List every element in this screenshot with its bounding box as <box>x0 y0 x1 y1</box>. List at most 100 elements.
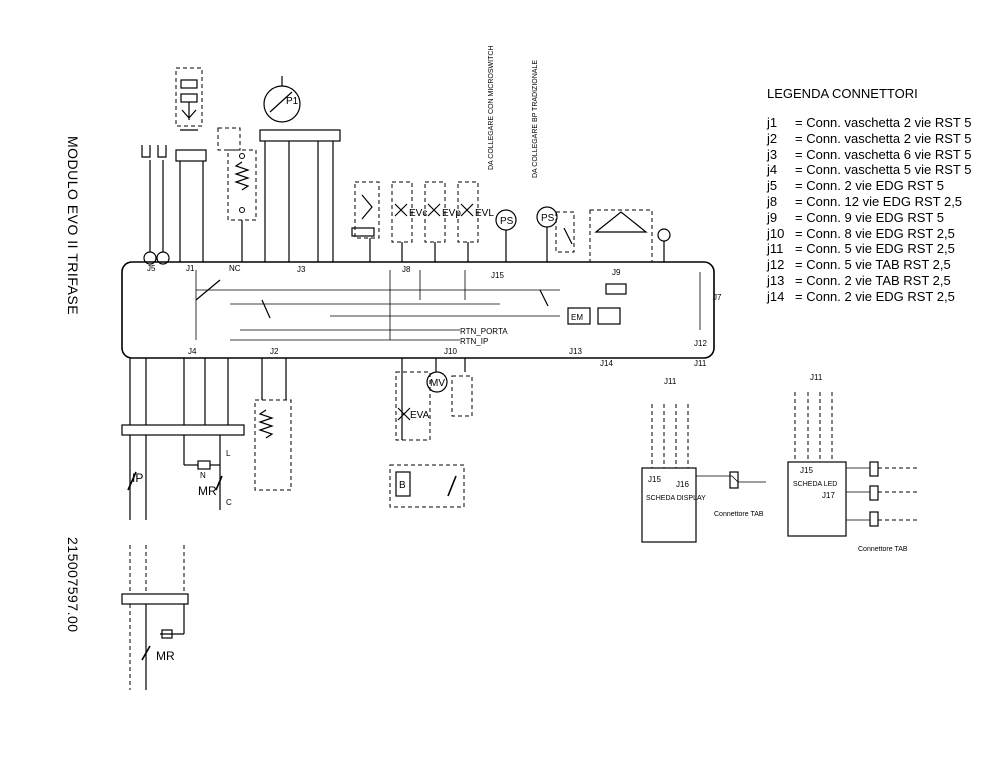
j16-label: J16 <box>676 480 689 489</box>
ps-label-2: PS <box>541 213 555 224</box>
legend-item: j5 = Conn. 2 vie EDG RST 5 <box>767 178 987 194</box>
legend-item-code: j3 <box>767 146 778 162</box>
legend-item-code: j8 <box>767 193 778 209</box>
lower-left-block-2: MR <box>121 545 189 690</box>
connettore-tab-label: Connettore TAB <box>714 511 764 518</box>
c-label: C <box>226 498 232 507</box>
legend-item: j12 = Conn. 5 vie TAB RST 2,5 <box>767 257 987 273</box>
j11-label-3: J11 <box>810 373 823 382</box>
j14-label: J14 <box>600 359 613 368</box>
legend-item: j9 = Conn. 9 vie EDG RST 5 <box>767 210 987 226</box>
legend-item-text: = Conn. 9 vie EDG RST 5 <box>795 209 944 225</box>
legend-item-code: j9 <box>767 209 778 225</box>
module-title: MODULO EVO II TRIFASE <box>65 136 81 316</box>
pressure-switch-p1: P1 <box>259 76 341 142</box>
connector-legend: LEGENDA CONNETTORI j1 = Conn. vaschetta 2… <box>767 86 987 305</box>
ps-label-1: PS <box>500 216 514 227</box>
connettore-tab-label-2: Connettore TAB <box>858 546 908 553</box>
door-switch-block <box>217 127 257 221</box>
motor-winding: J9 <box>589 209 671 295</box>
transformer-symbol <box>175 67 207 162</box>
j4-label: J4 <box>188 347 197 356</box>
legend-item-text: = Conn. vaschetta 5 vie RST 5 <box>795 162 972 178</box>
ev-p-label: EVp <box>442 208 461 219</box>
legend-item-code: j12 <box>767 257 785 273</box>
ev-c-label: EVc <box>409 208 427 219</box>
pressure-switches: PS PS DA COLLEGARE CON MICROSWITCH DA CO… <box>488 46 575 262</box>
j9-label: J9 <box>612 268 621 277</box>
j10-label: J10 <box>444 347 457 356</box>
legend-item-text: = Conn. 8 vie EDG RST 2,5 <box>795 225 955 241</box>
j12-label: J12 <box>694 339 707 348</box>
da-collegare-microswitch: DA COLLEGARE CON MICROSWITCH <box>488 46 495 170</box>
legend-title: LEGENDA CONNETTORI <box>767 86 918 101</box>
j5-label: J5 <box>147 264 156 273</box>
j7-label: J7 <box>713 293 722 302</box>
j15-label-3: J15 <box>800 466 813 475</box>
j1-label: J1 <box>186 264 195 273</box>
mr-label-2: MR <box>156 649 175 663</box>
rtn-porta-label: RTN_PORTA <box>460 327 508 336</box>
legend-item-text: = Conn. 2 vie EDG RST 2,5 <box>795 288 955 304</box>
j11-label: J11 <box>694 359 707 368</box>
legend-item-text: = Conn. 12 vie EDG RST 2,5 <box>795 193 963 209</box>
p1-label: P1 <box>286 96 299 107</box>
legend-item-code: j11 <box>767 241 784 257</box>
legend-item-text: = Conn. 2 vie TAB RST 2,5 <box>795 272 951 288</box>
legend-item-text: = Conn. 5 vie TAB RST 2,5 <box>795 257 951 273</box>
legend-item: j1 = Conn. vaschetta 2 vie RST 5 <box>767 115 987 131</box>
legend-item-code: j4 <box>767 162 778 178</box>
legend-item: j10 = Conn. 8 vie EDG RST 2,5 <box>767 226 987 242</box>
legend-item: j3 = Conn. vaschetta 6 vie RST 5 <box>767 147 987 163</box>
legend-item-code: j10 <box>767 225 785 241</box>
legend-item: j14= Conn. 2 vie EDG RST 2,5 <box>767 289 987 305</box>
ev-a-label: EVA <box>410 410 430 421</box>
lower-center-components: EVA MV B <box>389 371 473 508</box>
j2-label: J2 <box>270 347 279 356</box>
nc-label: NC <box>229 264 241 273</box>
legend-item-code: j5 <box>767 178 778 194</box>
valve-group: EVc EVp EVL <box>351 181 494 262</box>
bottom-wires <box>129 358 466 440</box>
board-internal-wiring: EM <box>195 270 701 341</box>
b-label: B <box>399 480 406 491</box>
n-label: N <box>200 471 206 480</box>
j15-label-2: J15 <box>648 475 661 484</box>
sensor-connector <box>141 145 170 265</box>
display-boards: J11 J11 J15 J16 SCHEDA DISPLAY Connettor… <box>641 373 920 553</box>
legend-item-code: j13 <box>767 272 785 288</box>
j17-label: J17 <box>822 491 835 500</box>
legend-item-code: j2 <box>767 130 778 146</box>
legend-item-text: = Conn. vaschetta 2 vie RST 5 <box>795 115 972 130</box>
scheda-display-label: SCHEDA DISPLAY <box>646 495 706 502</box>
scheda-led-box <box>787 461 847 537</box>
em-label: EM <box>571 313 583 322</box>
j11-label-2: J11 <box>664 377 677 386</box>
legend-item: j13 = Conn. 2 vie TAB RST 2,5 <box>767 273 987 289</box>
legend-item-text: = Conn. vaschetta 2 vie RST 5 <box>795 130 972 146</box>
mr-label: MR <box>198 484 217 498</box>
legend-item: j11 = Conn. 5 vie EDG RST 2,5 <box>767 241 987 257</box>
j15-label: J15 <box>491 271 504 280</box>
drawing-code: 215007597.00 <box>65 537 81 633</box>
legend-item: j2 = Conn. vaschetta 2 vie RST 5 <box>767 131 987 147</box>
control-board <box>121 261 715 359</box>
j8-label: J8 <box>402 265 411 274</box>
ev-l-label: EVL <box>475 208 494 219</box>
legend-item-text: = Conn. 2 vie EDG RST 5 <box>795 178 944 194</box>
legend-item-code: j1 <box>767 115 778 130</box>
legend-item-text: = Conn. 5 vie EDG RST 2,5 <box>795 241 955 257</box>
j3-label: J3 <box>297 265 306 274</box>
l-label: L <box>226 449 231 458</box>
ip-label: IP <box>132 471 143 485</box>
rtn-ip-label: RTN_IP <box>460 337 488 346</box>
scheda-led-label: SCHEDA LED <box>793 481 837 488</box>
top-wires <box>149 141 334 262</box>
j13-label: J13 <box>569 347 582 356</box>
legend-rows: j1 = Conn. vaschetta 2 vie RST 5 j2 = Conn.… <box>767 115 987 305</box>
da-collegare-bp: DA COLLEGARE BP TRADIZIONALE <box>532 60 539 178</box>
legend-item: j8 = Conn. 12 vie EDG RST 2,5 <box>767 194 987 210</box>
legend-item-text: = Conn. vaschetta 6 vie RST 5 <box>795 146 972 162</box>
lower-left-block: IP MR N L C <box>121 399 292 520</box>
mv-label: MV <box>430 378 445 389</box>
